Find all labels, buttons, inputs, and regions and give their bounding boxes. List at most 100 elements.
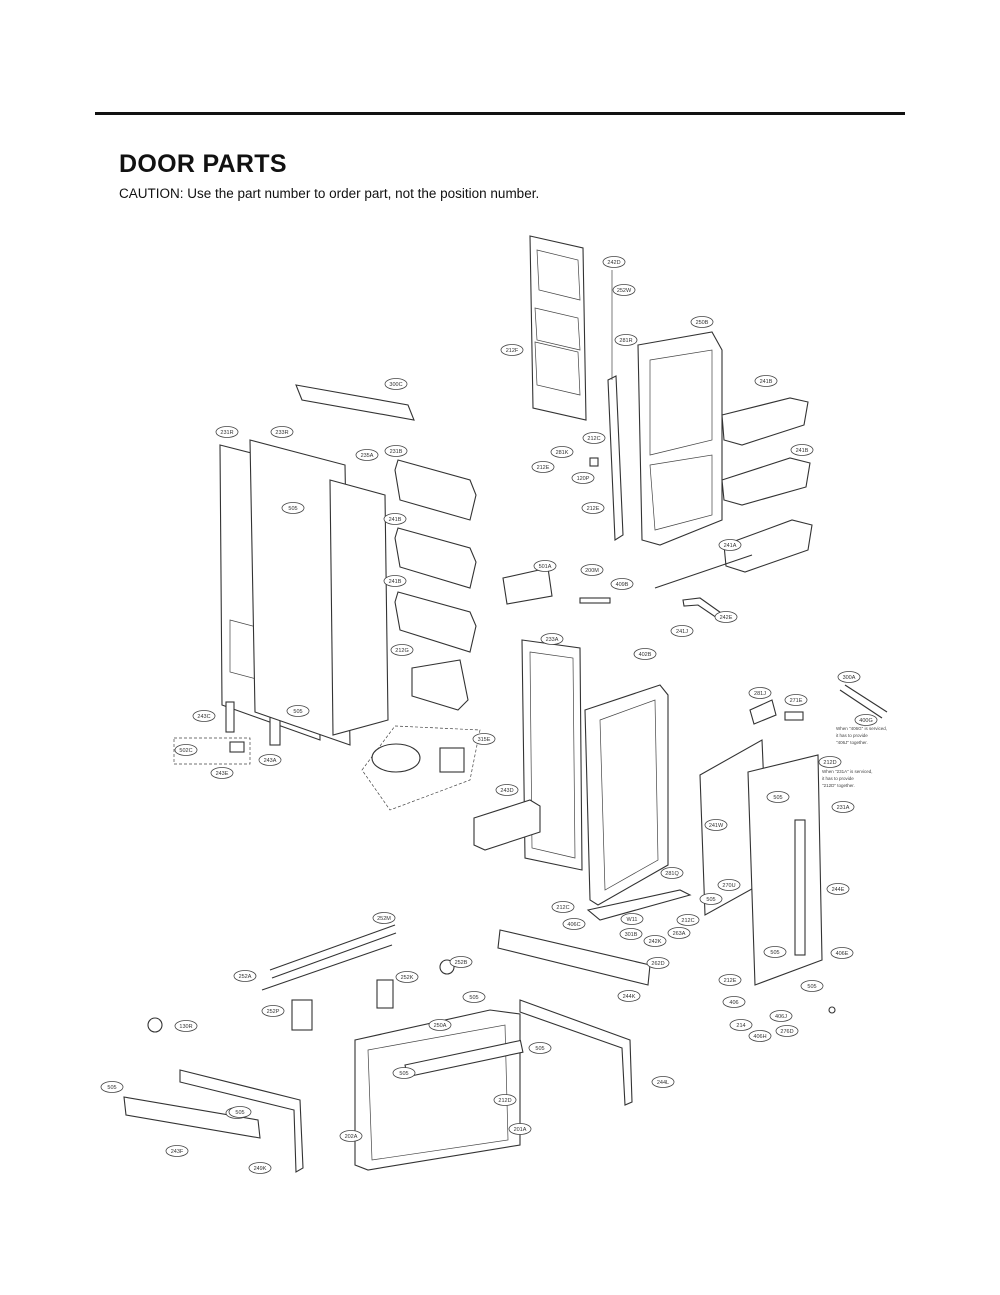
callout-label: 243E <box>216 771 229 777</box>
callout-bubble: 231A <box>831 801 855 813</box>
callout-bubble: 276D <box>775 1025 799 1037</box>
callout-bubble: 241B <box>383 513 407 525</box>
callout-outline <box>831 801 855 813</box>
door-trim-strip <box>607 270 624 541</box>
callout-outline <box>854 714 878 726</box>
callout-bubble: 505 <box>462 991 486 1003</box>
callout-bubble: 202A <box>339 1130 363 1142</box>
callout-outline <box>754 375 778 387</box>
callout-outline <box>261 1005 285 1017</box>
callout-outline <box>610 578 634 590</box>
callout-label: 281Q <box>665 871 679 877</box>
callout-outline <box>602 256 626 268</box>
callout-label: 505 <box>807 984 816 990</box>
callout-outline <box>390 644 414 656</box>
freezer-bottom-hinge <box>586 889 692 921</box>
callout-bubble: W11 <box>620 913 644 925</box>
callout-outline <box>531 461 555 473</box>
callout-bubble: 402B <box>633 648 657 660</box>
callout-outline <box>174 1020 198 1032</box>
drawer-rail-bars <box>261 924 397 991</box>
callout-bubble: 243C <box>192 710 216 722</box>
callout-outline <box>428 1019 452 1031</box>
callout-outline <box>643 935 667 947</box>
callout-bubble: 501A <box>533 560 557 572</box>
callout-bubble: 505 <box>286 705 310 717</box>
callout-outline <box>763 946 787 958</box>
callout-outline <box>286 705 310 717</box>
callout-outline <box>667 927 691 939</box>
callout-label: 250A <box>434 1023 447 1029</box>
callout-bubble: 241B <box>383 575 407 587</box>
callout-bubble: 400G <box>854 714 878 726</box>
callout-bubble: 212C <box>676 914 700 926</box>
callout-bubble: 235A <box>355 449 379 461</box>
callout-label: 406J <box>775 1014 787 1020</box>
freezer-right-small-parts <box>749 684 888 725</box>
callout-bubble: 212E <box>718 974 742 986</box>
callout-outline <box>676 914 700 926</box>
callout-outline <box>562 918 586 930</box>
callout-bubble: 505 <box>763 946 787 958</box>
caution-text: CAUTION: Use the part number to order pa… <box>119 186 540 201</box>
callout-bubble: 231R <box>215 426 239 438</box>
callout-label: 502C <box>179 748 192 754</box>
handle-bracket-kit <box>173 701 251 765</box>
callout-layer: 242D252W212F281R250B241B241B241A300C231R… <box>100 256 878 1174</box>
callout-outline <box>617 990 641 1002</box>
callout-outline <box>646 957 670 969</box>
callout-outline <box>718 974 742 986</box>
freezer-door-inner <box>584 684 669 906</box>
callout-label: 233R <box>275 430 288 436</box>
callout-outline <box>528 1042 552 1054</box>
callout-outline <box>766 791 790 803</box>
callout-outline <box>800 980 824 992</box>
callout-bubble: 406E <box>830 947 854 959</box>
callout-bubble: 262D <box>646 957 670 969</box>
callout-label: 212F <box>506 348 519 354</box>
callout-bubble: 241B <box>754 375 778 387</box>
callout-outline <box>704 819 728 831</box>
callout-outline <box>355 449 379 461</box>
callout-bubble: 315E <box>472 733 496 745</box>
callout-label: 271E <box>790 698 803 704</box>
callout-bubble: 241B <box>790 444 814 456</box>
callout-bubble: 505 <box>392 1067 416 1079</box>
page-title: DOOR PARTS <box>119 150 287 178</box>
callout-bubble: 233R <box>270 426 294 438</box>
callout-outline <box>837 671 861 683</box>
drawer-front <box>354 1009 524 1171</box>
callout-outline <box>449 956 473 968</box>
callout-label: 400G <box>859 718 872 724</box>
callout-bubble: 243D <box>495 784 519 796</box>
callout-outline <box>383 575 407 587</box>
left-door-bins <box>394 459 477 653</box>
callout-bubble: 212F <box>500 344 524 356</box>
callout-outline <box>714 611 738 623</box>
callout-label: 276D <box>780 1029 793 1035</box>
callout-label: 505 <box>107 1085 116 1091</box>
callout-bubble: 243A <box>258 754 282 766</box>
callout-outline <box>571 472 595 484</box>
callout-outline <box>462 991 486 1003</box>
callout-label: 212E <box>587 506 600 512</box>
callout-label: 214 <box>736 1023 745 1029</box>
callout-bubble: 249K <box>248 1162 272 1174</box>
callout-bubble: 281Q <box>660 867 684 879</box>
callout-label: 243A <box>264 758 277 764</box>
left-door-gasket <box>249 439 389 746</box>
callout-bubble: 505 <box>100 1081 124 1093</box>
callout-label: 406E <box>836 951 849 957</box>
callout-outline <box>248 1162 272 1174</box>
callout-label: 406 <box>729 1000 738 1006</box>
callout-bubble: 201A <box>508 1123 532 1135</box>
door-liner-upper <box>637 331 723 546</box>
callout-outline <box>192 710 216 722</box>
callout-label: 281K <box>556 450 569 456</box>
callout-bubble: 212D <box>493 1094 517 1106</box>
callout-outline <box>748 687 772 699</box>
callout-outline <box>784 694 808 706</box>
callout-outline <box>769 1010 793 1022</box>
header-rule <box>95 112 905 115</box>
callout-outline <box>717 879 741 891</box>
